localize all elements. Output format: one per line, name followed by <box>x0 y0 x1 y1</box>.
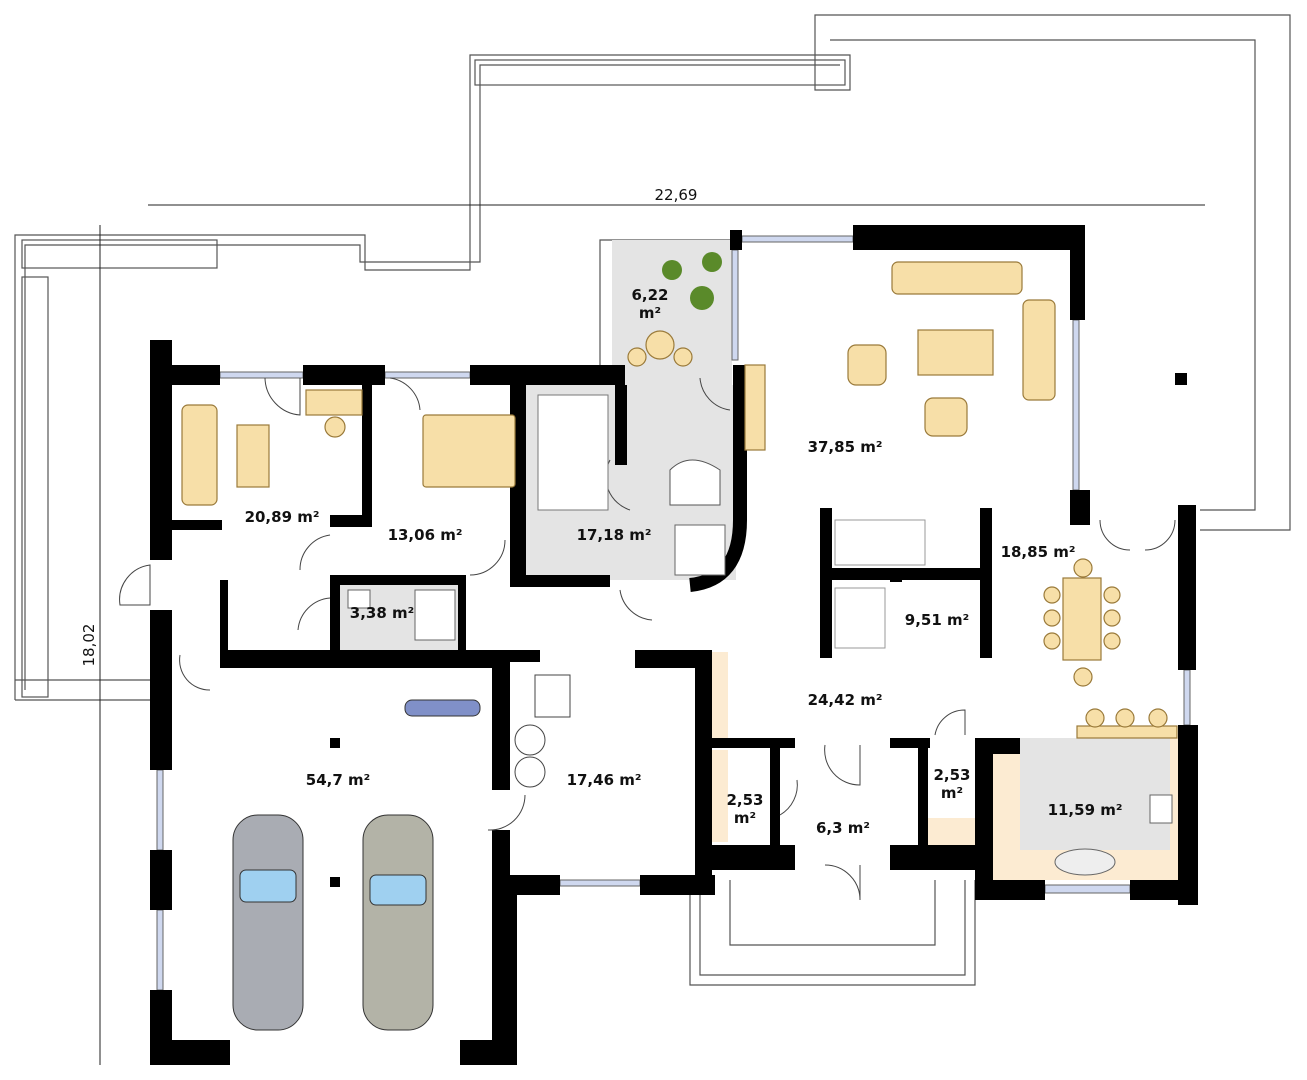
dimension-depth-label: 18,02 <box>80 624 98 667</box>
wardrobe <box>712 750 728 842</box>
dimension-width: 22,69 <box>148 186 1205 206</box>
room-area-utility: 17,46 m² <box>567 771 642 789</box>
room-area-living: 37,85 m² <box>808 438 883 456</box>
room-labels: 6,22 m² 37,85 m² 20,89 m² 13,06 m² 17,18… <box>245 286 1123 837</box>
room-area-kitchen: 11,59 m² <box>1048 801 1123 819</box>
room-area-conservatory: 6,22 <box>631 286 668 304</box>
kitchen-island <box>1020 738 1170 850</box>
wardrobe <box>925 818 975 846</box>
unit-label: m² <box>639 304 661 322</box>
room-area-closet2: 2,53 <box>933 766 970 784</box>
room-area-garage: 54,7 m² <box>306 771 370 789</box>
unit-label: m² <box>734 809 756 827</box>
unit-label: m² <box>941 784 963 802</box>
room-area-hall: 24,42 m² <box>808 691 883 709</box>
room-area-dining: 18,85 m² <box>1001 543 1076 561</box>
room-area-bedroom: 13,06 m² <box>388 526 463 544</box>
room-area-room1: 20,89 m² <box>245 508 320 526</box>
room-area-stairs: 9,51 m² <box>905 611 969 629</box>
room-area-wc: 3,38 m² <box>350 604 414 622</box>
dimension-width-label: 22,69 <box>655 186 698 204</box>
dimension-depth: 18,02 <box>80 225 101 1065</box>
room-area-vestibule: 6,3 m² <box>816 819 870 837</box>
furniture <box>181 252 1178 1031</box>
room-area-bath: 17,18 m² <box>577 526 652 544</box>
terrace-outline <box>14 14 1291 986</box>
room-area-closet1: 2,53 <box>726 791 763 809</box>
